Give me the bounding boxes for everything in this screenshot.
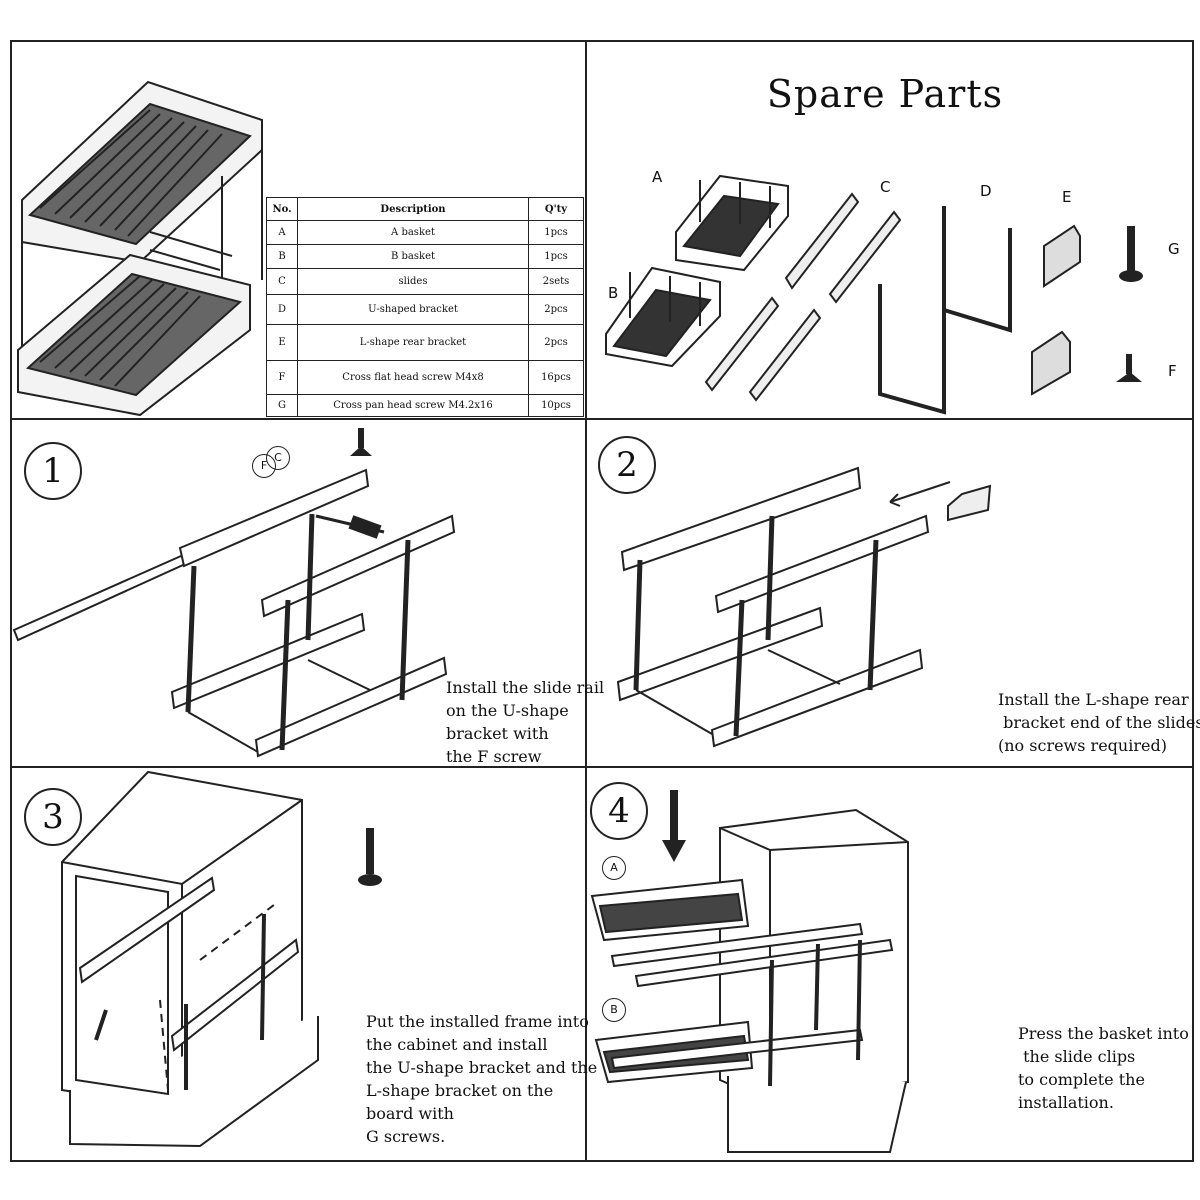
row-divider-1 — [10, 418, 1194, 420]
step-3-screw-icon — [358, 828, 382, 886]
arrow-left-icon — [889, 481, 951, 507]
step-4-instruction: Press the basket into the slide clips to… — [1018, 1024, 1189, 1112]
step-2-instruction: Install the L-shape rear bracket end of … — [998, 690, 1200, 755]
column-divider — [585, 40, 587, 1162]
col-header-qty: Q'ty — [528, 197, 584, 221]
u-bracket-d-shape — [878, 206, 1012, 415]
part-label-a: A — [652, 168, 663, 186]
part-label-d: D — [980, 182, 992, 200]
slide-c-shape — [784, 192, 860, 290]
l-bracket-e-shape — [1043, 224, 1081, 288]
col-header-no: No. — [266, 197, 298, 221]
screw-f-icon — [1116, 354, 1142, 382]
step-1-number: 1 — [24, 442, 82, 500]
step-3-instruction: Put the installed frame into the cabinet… — [366, 1012, 598, 1146]
cell-description: U-shaped bracket — [297, 294, 529, 325]
callout-basket-a: A — [602, 856, 626, 880]
step-4-number: 4 — [590, 782, 648, 840]
step-1-screw-icon — [350, 428, 372, 456]
screwdriver-icon — [348, 515, 382, 539]
instruction-sheet-frame — [10, 40, 1194, 1162]
part-label-g: G — [1168, 240, 1180, 258]
cell-qty: 10pcs — [528, 394, 584, 417]
part-label-e: E — [1062, 188, 1072, 206]
cell-description: A basket — [297, 220, 529, 245]
cell-description: Cross flat head screw M4x8 — [297, 360, 529, 395]
spare-parts-title: Spare Parts — [766, 72, 1004, 116]
callout-c: C — [266, 446, 290, 470]
arrow-down-icon — [662, 790, 686, 862]
part-label-c: C — [880, 178, 891, 196]
row-divider-2 — [10, 766, 1194, 768]
screw-g-icon — [1119, 226, 1143, 282]
part-label-f: F — [1168, 362, 1177, 380]
cell-no: G — [266, 394, 298, 417]
step-3-number: 3 — [24, 788, 82, 846]
step-2-number: 2 — [598, 436, 656, 494]
cell-qty: 1pcs — [528, 220, 584, 245]
parts-table-header: No. Description Q'ty — [266, 197, 584, 221]
col-header-description: Description — [297, 197, 529, 221]
step-1-instruction: Install the slide rail on the U-shape br… — [446, 678, 605, 766]
cell-description: B basket — [297, 244, 529, 269]
part-label-b: B — [608, 284, 619, 302]
callout-basket-b: B — [602, 998, 626, 1022]
